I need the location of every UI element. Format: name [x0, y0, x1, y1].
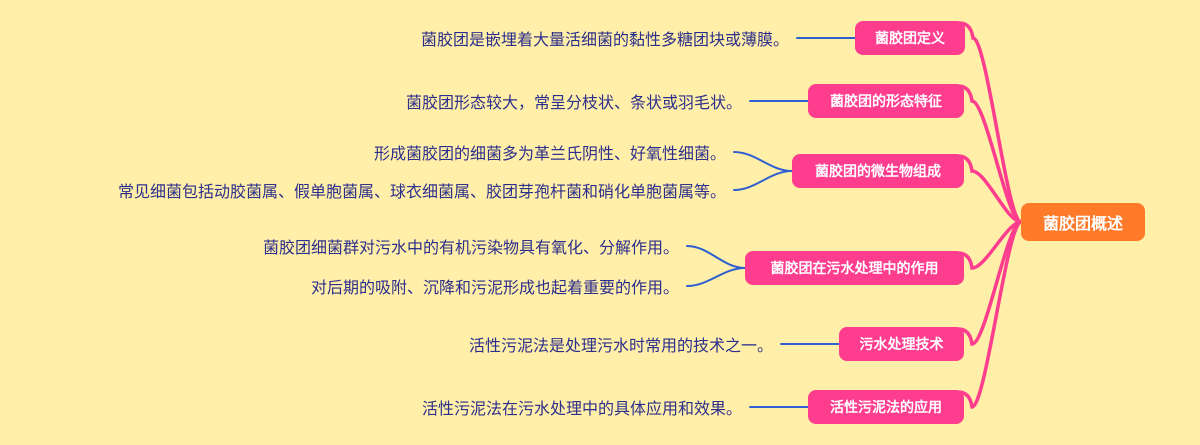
branch-node-6[interactable]: 活性污泥法的应用: [808, 390, 964, 424]
branch-node-5[interactable]: 污水处理技术: [839, 327, 964, 361]
branch-node-3[interactable]: 菌胶团的微生物组成: [792, 154, 964, 188]
root-link-5: [956, 220, 1023, 346]
leaf-link: [733, 151, 793, 172]
leaf-text: 菌胶团形态较大，常呈分枝状、条状或羽毛状。: [406, 93, 743, 112]
leaf-text: 活性污泥法在污水处理中的具体应用和效果。: [422, 399, 743, 418]
root-link-3: [956, 154, 1023, 224]
leaf-link: [686, 245, 746, 269]
leaf-text: 形成菌胶团的细菌多为革兰氏阴性、好氧性细菌。: [374, 144, 727, 163]
root-node[interactable]: 菌胶团概述: [1021, 203, 1145, 241]
branch-node-2[interactable]: 菌胶团的形态特征: [808, 84, 964, 118]
leaf-text: 对后期的吸附、沉降和污泥形成也起着重要的作用。: [311, 278, 680, 297]
root-link-1: [957, 21, 1023, 224]
branch-node-1[interactable]: 菌胶团定义: [855, 21, 965, 55]
leaf-link: [733, 170, 793, 191]
root-link-4: [956, 220, 1023, 270]
leaf-text: 活性污泥法是处理污水时常用的技术之一。: [469, 336, 774, 355]
leaf-text: 菌胶团是嵌埋着大量活细菌的黏性多糖团块或薄膜。: [421, 30, 790, 49]
leaf-text: 常见细菌包括动胶菌属、假单胞菌属、球衣细菌属、胶团芽孢杆菌和硝化单胞菌属等。: [118, 182, 727, 201]
root-link-2: [956, 84, 1023, 224]
leaf-text: 菌胶团细菌群对污水中的有机污染物具有氧化、分解作用。: [263, 238, 680, 257]
leaf-link: [686, 267, 746, 287]
branch-node-4[interactable]: 菌胶团在污水处理中的作用: [745, 251, 964, 285]
root-link-6: [956, 220, 1023, 409]
